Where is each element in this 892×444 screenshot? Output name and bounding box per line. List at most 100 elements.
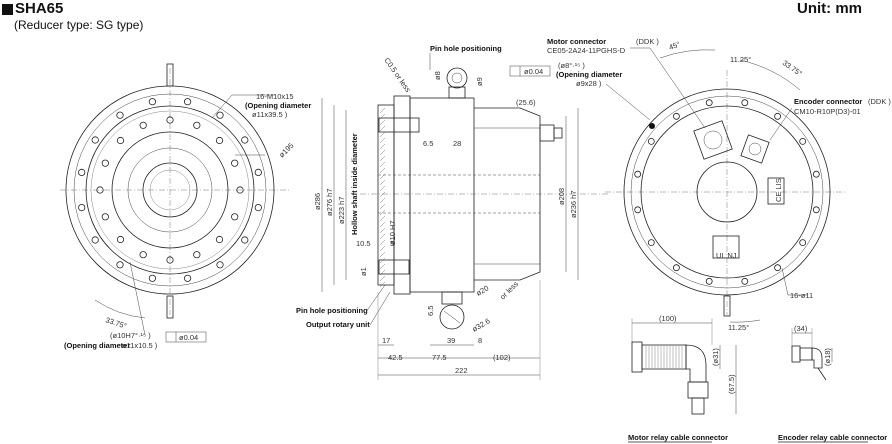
front-bolt-hole	[184, 98, 192, 106]
side-motor-connector-cap	[553, 127, 563, 139]
front-tapped-hole	[116, 136, 125, 145]
rear-bolt-hole	[812, 170, 820, 178]
front-bolt-hole	[91, 236, 99, 244]
side-hatch-line	[379, 257, 386, 264]
front-tapped-hole	[231, 159, 239, 167]
motor-relay-dim100: (100)	[659, 314, 677, 323]
side-hatch-line	[379, 179, 386, 186]
front-bolt-hole	[78, 204, 86, 212]
rear-bolt-hole	[741, 277, 749, 285]
front-opening-value2: ø11x10.5 )	[122, 341, 158, 350]
encoder-relay-connector-drawing: (34) (ø18) Encoder relay cable connector	[778, 324, 887, 443]
side-hatch-line	[379, 275, 386, 282]
side-dim-10-5: 10.5	[356, 239, 371, 248]
side-dim-25-6: (25.6)	[516, 98, 536, 107]
front-bolt-hole	[116, 261, 124, 269]
front-tapped-hole	[193, 251, 201, 259]
rear-angle45-arc	[659, 49, 716, 59]
side-hatch-line	[379, 221, 386, 228]
rear-flatness-value: ø0.04	[524, 67, 543, 76]
front-fit-label: (ø10H7°·¹⁵ )	[110, 331, 151, 340]
front-holes-inner	[96, 116, 244, 264]
rear-flatness-box	[509, 65, 551, 77]
side-dia-pin-top: ø8	[433, 71, 442, 80]
rear-bolt-hole	[673, 112, 680, 120]
motor-relay-dim67-5: (67.5)	[727, 374, 736, 394]
front-tapped-hole	[116, 235, 125, 244]
side-dim-17: 17	[382, 336, 390, 345]
side-hatch-line	[379, 197, 386, 204]
side-dim-8: 8	[478, 336, 482, 345]
side-hatch-line	[379, 131, 386, 138]
side-dia-208: ø208	[557, 188, 566, 205]
side-hatch-line	[379, 143, 386, 150]
side-hatch-line	[379, 155, 386, 162]
rear-ring-2	[630, 95, 824, 289]
front-tapped-hole	[231, 213, 239, 221]
front-outer-ring	[65, 85, 275, 295]
side-pin-hole-bottom-label: Pin hole positioning	[296, 306, 368, 315]
rear-angle-b-arc	[729, 319, 761, 323]
rear-holes-leader	[781, 267, 789, 296]
side-bottom-pin-ring	[439, 304, 465, 330]
side-hatch-line	[379, 281, 386, 288]
front-opening-label2: (Opening diameter	[64, 341, 130, 350]
side-hatch-line	[379, 191, 386, 198]
side-hollow-label: Hollow shaft inside diameter	[350, 133, 359, 235]
encoder-relay-dim34: (34)	[794, 324, 808, 333]
side-dim-102: (102)	[493, 353, 511, 362]
side-dim-39: 39	[447, 336, 455, 345]
side-output-rotary-label: Output rotary unit	[306, 320, 370, 329]
side-dim-28: 28	[453, 139, 461, 148]
title-block: SHA65 (Reducer type: SG type)	[2, 0, 143, 32]
front-tapped-hole	[215, 235, 224, 244]
rear-label-plate	[712, 235, 740, 259]
front-holes-callout: 16-M10x15	[256, 92, 294, 101]
rear-encoder-connector	[740, 134, 770, 164]
front-bolt-hole	[216, 111, 224, 119]
front-flatness-box	[165, 331, 207, 343]
front-dia-outer: ø195	[277, 141, 295, 159]
rear-opening-label: (Opening diameter	[556, 70, 622, 79]
rear-angle-11-25: 11.25°	[730, 55, 751, 64]
front-fit-leader	[129, 261, 146, 336]
motor-relay-nut	[631, 341, 643, 373]
front-bolt-hole	[78, 168, 86, 176]
rear-angle-33-75: 33.75°	[781, 58, 804, 78]
side-pin-hole-top	[378, 117, 420, 133]
side-dia-20: ø20	[475, 283, 491, 297]
rear-motor-connector-label: Motor connector	[547, 37, 606, 46]
rear-label-small2: CE LIS	[774, 178, 783, 202]
front-tapped-hole	[101, 213, 109, 221]
front-opening-label: (Opening diameter	[245, 101, 311, 110]
front-bolt-hole	[241, 236, 249, 244]
encoder-relay-cable	[817, 367, 827, 381]
encoder-relay-body	[799, 347, 813, 361]
rear-holes-callout: 16-ø11	[790, 291, 813, 300]
motor-relay-caption: Motor relay cable connector	[628, 433, 728, 442]
page-title-text: SHA65	[15, 0, 64, 17]
side-dia-276: ø276 h7	[325, 188, 334, 216]
front-tapped-hole	[193, 121, 201, 129]
side-hatch-line	[379, 251, 386, 258]
rear-motor-leader	[649, 47, 706, 129]
rear-view: UL NJ CE LIS Motor connector (DDK ) CE05…	[509, 37, 891, 332]
rear-angle-11-25b: 11.25°	[728, 323, 749, 332]
rear-encoder-connector-part: CM10-R10P(D3)-01	[794, 107, 861, 116]
rear-bolt-hole	[799, 239, 807, 247]
side-output-leader	[369, 291, 391, 326]
rear-holes	[634, 99, 820, 285]
side-motor-connector	[539, 124, 555, 142]
side-housing	[409, 97, 475, 293]
front-tapped-hole	[139, 251, 147, 259]
side-hub	[393, 95, 411, 295]
side-dia-236: ø236 h7	[569, 190, 578, 218]
rear-bolt-hole	[741, 99, 749, 107]
side-or-less: or less	[498, 279, 520, 301]
front-ring-5	[111, 131, 229, 249]
rear-bolt-hole	[705, 99, 713, 107]
rear-bolt-hole	[812, 206, 820, 214]
rear-bolt-hole	[647, 137, 655, 145]
side-dim-5: 5	[390, 239, 394, 248]
